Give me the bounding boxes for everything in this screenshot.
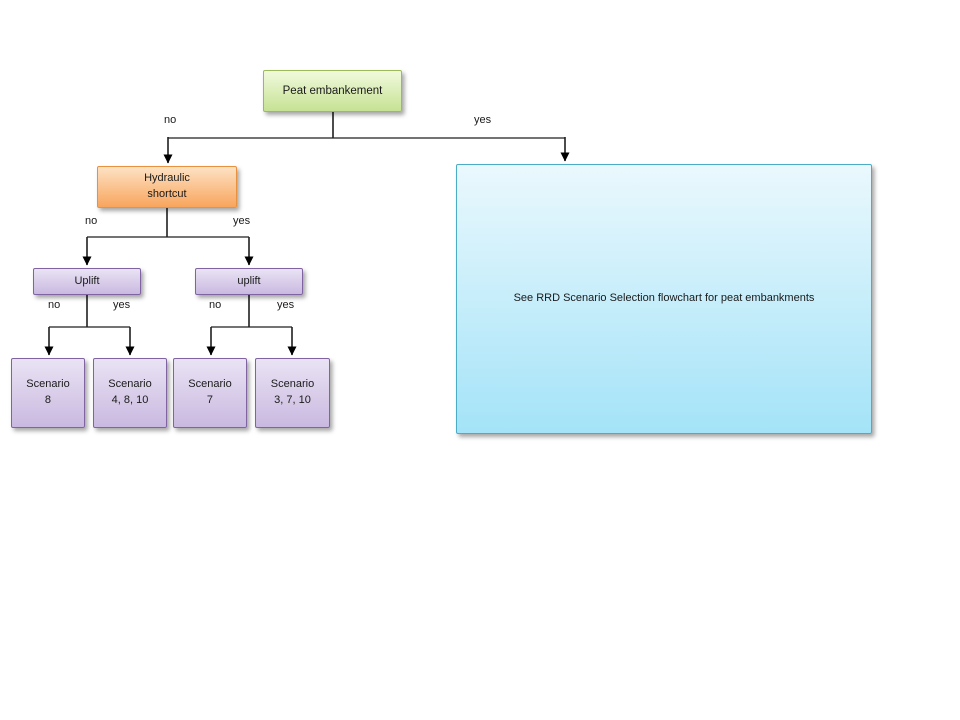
edge-label-uplift-left-no: no xyxy=(48,299,61,311)
node-see-rrd-note: See RRD Scenario Selection flowchart for… xyxy=(456,164,872,434)
edge-label-peat-yes: yes xyxy=(474,114,492,126)
node-hydraulic-shortcut: Hydraulic shortcut xyxy=(97,166,237,208)
edge-label-peat-no: no xyxy=(164,114,177,126)
node-scenario-4-8-10: Scenario 4, 8, 10 xyxy=(93,358,167,428)
node-peat-embankment: Peat embankement xyxy=(263,70,402,112)
node-uplift-right: uplift xyxy=(195,268,303,295)
edge-label-uplift-right-yes: yes xyxy=(277,299,295,311)
edge-label-uplift-right-no: no xyxy=(209,299,222,311)
node-uplift-left: Uplift xyxy=(33,268,141,295)
edge-label-hydraulic-no: no xyxy=(85,215,98,227)
node-scenario-7: Scenario 7 xyxy=(173,358,247,428)
node-scenario-3-7-10: Scenario 3, 7, 10 xyxy=(255,358,330,428)
edge-label-hydraulic-yes: yes xyxy=(233,215,251,227)
edge-label-uplift-left-yes: yes xyxy=(113,299,131,311)
node-scenario-8: Scenario 8 xyxy=(11,358,85,428)
